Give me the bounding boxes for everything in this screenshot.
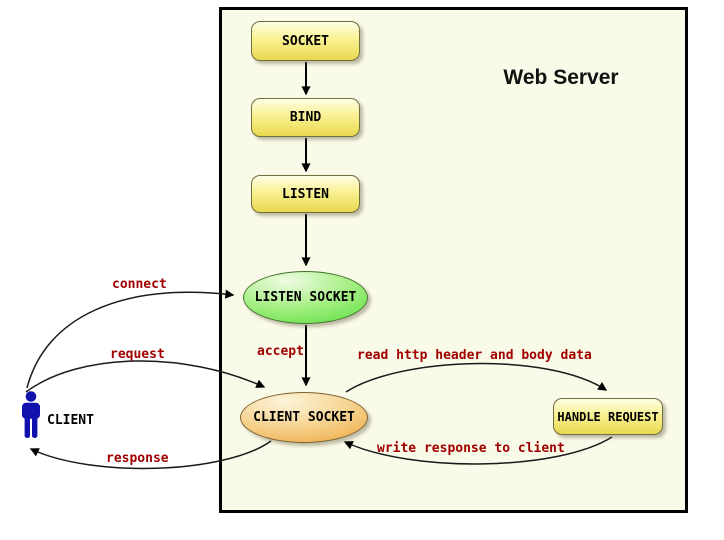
node-socket: SOCKET [251,21,360,61]
edge-label-connect: connect [112,277,167,292]
write-arrow [343,436,613,465]
node-bind-label: BIND [289,110,322,125]
request-arrow [25,360,266,393]
edge-label-response: response [106,451,169,466]
edge-label-read-http: read http header and body data [357,348,592,363]
edge-label-request: request [110,347,165,362]
node-handle-request: HANDLE REQUEST [553,398,663,435]
read-arrow [345,362,608,393]
node-socket-label: SOCKET [282,33,329,49]
node-bind: BIND [251,98,360,137]
node-client-socket-label: CLIENT SOCKET [253,410,355,425]
client-person-icon [22,391,40,438]
page-title: Web Server [503,66,619,89]
response-arrow [29,440,272,470]
node-client-socket: CLIENT SOCKET [240,392,368,443]
connect-arrow [26,289,235,389]
client-actor-label: CLIENT [47,413,94,428]
node-listen-socket-label: LISTEN SOCKET [254,290,357,305]
edge-label-write-response: write response to client [377,441,565,456]
node-handle-request-label: HANDLE REQUEST [557,409,659,424]
node-listen: LISTEN [251,175,360,213]
node-listen-socket: LISTEN SOCKET [243,271,368,324]
edge-label-accept: accept [257,344,304,359]
node-listen-label: LISTEN [282,186,329,202]
